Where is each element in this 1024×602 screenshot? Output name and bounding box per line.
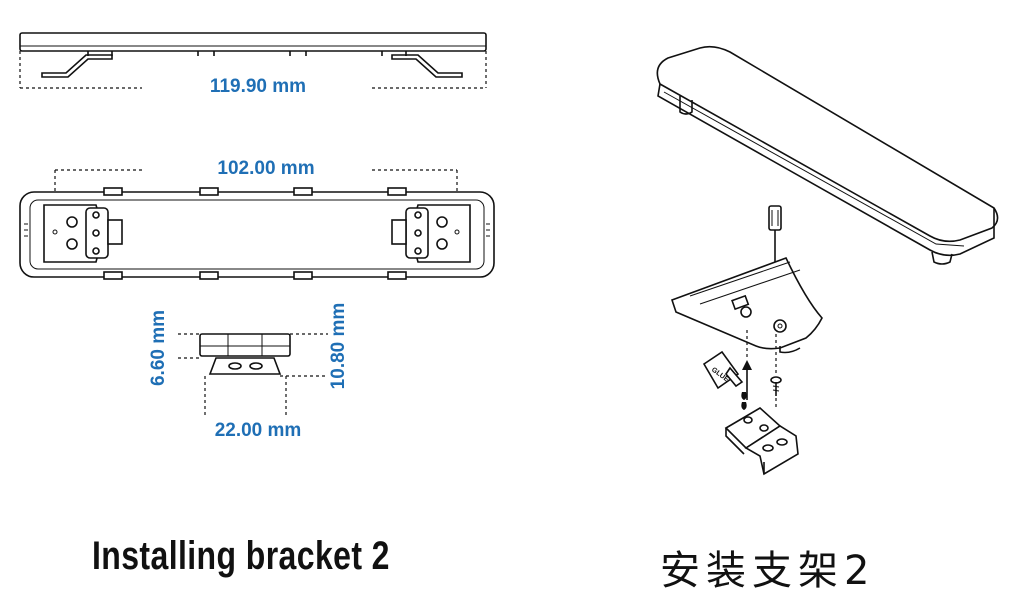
dimension-bracket-width: 22.00 mm xyxy=(215,420,302,441)
bracket-3d xyxy=(724,402,799,476)
caption-chinese: 安装支架2 xyxy=(660,548,876,594)
arrow-up-icon xyxy=(742,330,752,400)
screw-icon xyxy=(770,334,782,410)
dimension-length-total: 119.90 mm xyxy=(210,76,306,97)
bracket-right-plan xyxy=(391,204,471,263)
dimension-height-body: 6.60 mm xyxy=(148,310,169,386)
mounting-plate xyxy=(670,256,823,354)
caption-english: Installing bracket 2 xyxy=(92,534,390,578)
lightbar-body xyxy=(656,45,999,265)
glue-bottle-icon: GLUE xyxy=(702,350,747,400)
bracket-left-plan xyxy=(43,204,123,263)
end-view: 6.60 mm 10.80 mm 22.00 mm xyxy=(148,303,349,441)
dimension-hole-spacing: 102.00 mm xyxy=(217,158,314,179)
plan-view: 102.00 mm xyxy=(19,158,495,280)
side-view-top: 119.90 mm xyxy=(19,32,487,97)
exploded-view: GLUE xyxy=(656,45,999,476)
dimension-height-total: 10.80 mm xyxy=(328,303,349,390)
